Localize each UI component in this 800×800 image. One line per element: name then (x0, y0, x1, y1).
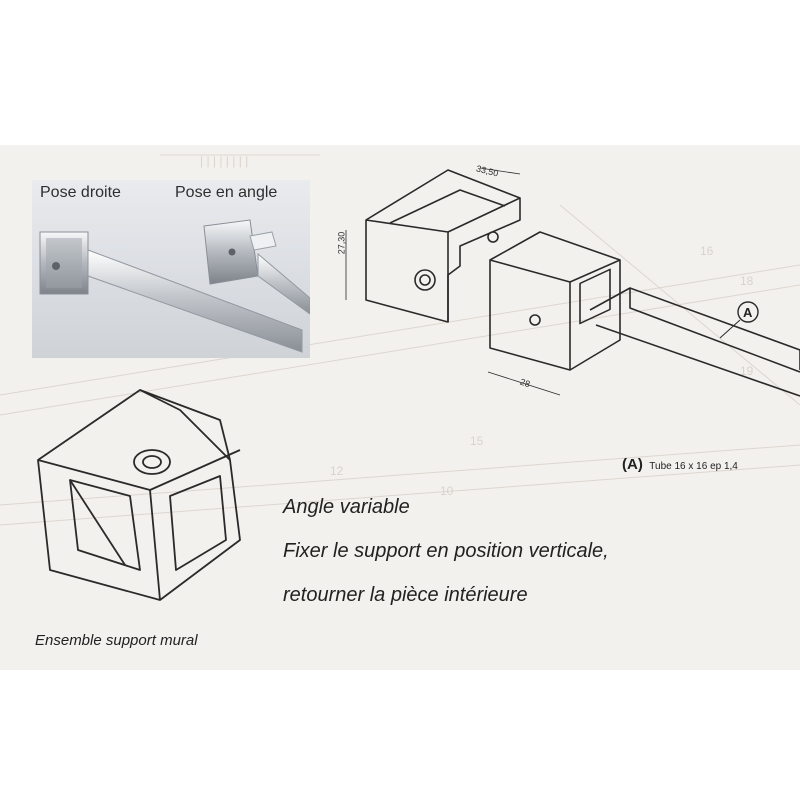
angle-variable-title: Angle variable (283, 496, 410, 518)
callout-a-circle (737, 301, 759, 323)
tube-ref-letter: (A) (622, 456, 643, 473)
label-pose-en-angle: Pose en angle (175, 184, 278, 201)
svg-text:12: 12 (330, 464, 344, 478)
exploded-isometric-diagram (345, 167, 800, 397)
svg-text:| | | | | | | |: | | | | | | | | (200, 154, 248, 168)
chrome-bracket-photo (39, 219, 310, 353)
tube-reference: (A) Tube 16 x 16 ep 1,4 (622, 456, 738, 474)
svg-text:19: 19 (740, 364, 754, 378)
svg-text:18: 18 (740, 274, 754, 288)
background-ruler-texture: | | | | | | | | 16 18 12 10 15 19 (0, 154, 800, 526)
tube-ref-description: Tube 16 x 16 ep 1,4 (649, 461, 738, 472)
wall-bracket-caption: Ensemble support mural (35, 632, 198, 649)
outer-bracket-outline (365, 169, 521, 323)
inner-cube-outline (489, 231, 621, 371)
label-pose-droite: Pose droite (40, 184, 121, 201)
tube-outline (589, 287, 800, 370)
instruction-line-2: retourner la pièce intérieure (283, 584, 528, 606)
svg-text:10: 10 (440, 484, 454, 498)
instruction-line-1: Fixer le support en position verticale, (283, 540, 609, 562)
outer-bracket-hole (414, 269, 436, 291)
svg-text:15: 15 (470, 434, 484, 448)
svg-text:16: 16 (700, 244, 714, 258)
callout-a-letter: A (743, 305, 753, 320)
product-photo (32, 180, 310, 358)
dim-height: 27,30 (336, 231, 347, 255)
wall-bracket-assembly-drawing (37, 389, 241, 601)
